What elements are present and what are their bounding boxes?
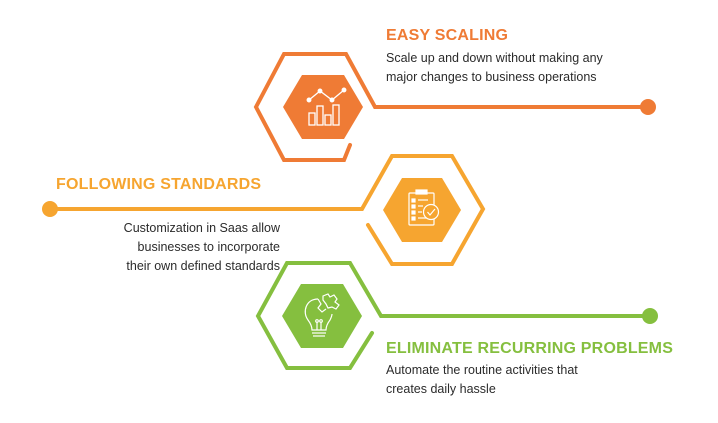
step-3-hex-fill (282, 284, 362, 348)
step-2-title: FOLLOWING STANDARDS (56, 176, 262, 193)
step-1-description-line: major changes to business operations (386, 70, 597, 84)
step-1-hex-outline (253, 52, 650, 162)
clipboard-checklist-icon (408, 189, 440, 226)
step-3-description: Automate the routine activities that cre… (386, 361, 676, 399)
step-2-description-line: businesses to incorporate (137, 240, 280, 254)
step-1-title: EASY SCALING (386, 27, 509, 44)
step-2-hex-outline (48, 154, 486, 266)
step-3-description-line: Automate the routine activities that (386, 363, 578, 377)
step-2-hex-fill (383, 178, 461, 242)
step-2-end-dot (42, 201, 58, 217)
step-3-description-line: creates daily hassle (386, 382, 496, 396)
step-3-hex-outline (255, 261, 652, 370)
step-2-graphic (42, 154, 486, 266)
step-3-graphic (255, 261, 658, 370)
step-2-description-line: their own defined standards (126, 259, 280, 273)
broken-lightbulb-puzzle-icon (304, 293, 340, 337)
step-1-end-dot (640, 99, 656, 115)
step-1-description: Scale up and down without making any maj… (386, 49, 676, 87)
step-1-graphic (253, 52, 656, 162)
bar-chart-trend-icon (306, 87, 347, 126)
step-1-description-line: Scale up and down without making any (386, 51, 603, 65)
step-3-end-dot (642, 308, 658, 324)
step-2-description-line: Customization in Saas allow (123, 221, 280, 235)
step-3-title: ELIMINATE RECURRING PROBLEMS (386, 340, 674, 357)
step-2-description: Customization in Saas allow businesses t… (60, 219, 280, 276)
